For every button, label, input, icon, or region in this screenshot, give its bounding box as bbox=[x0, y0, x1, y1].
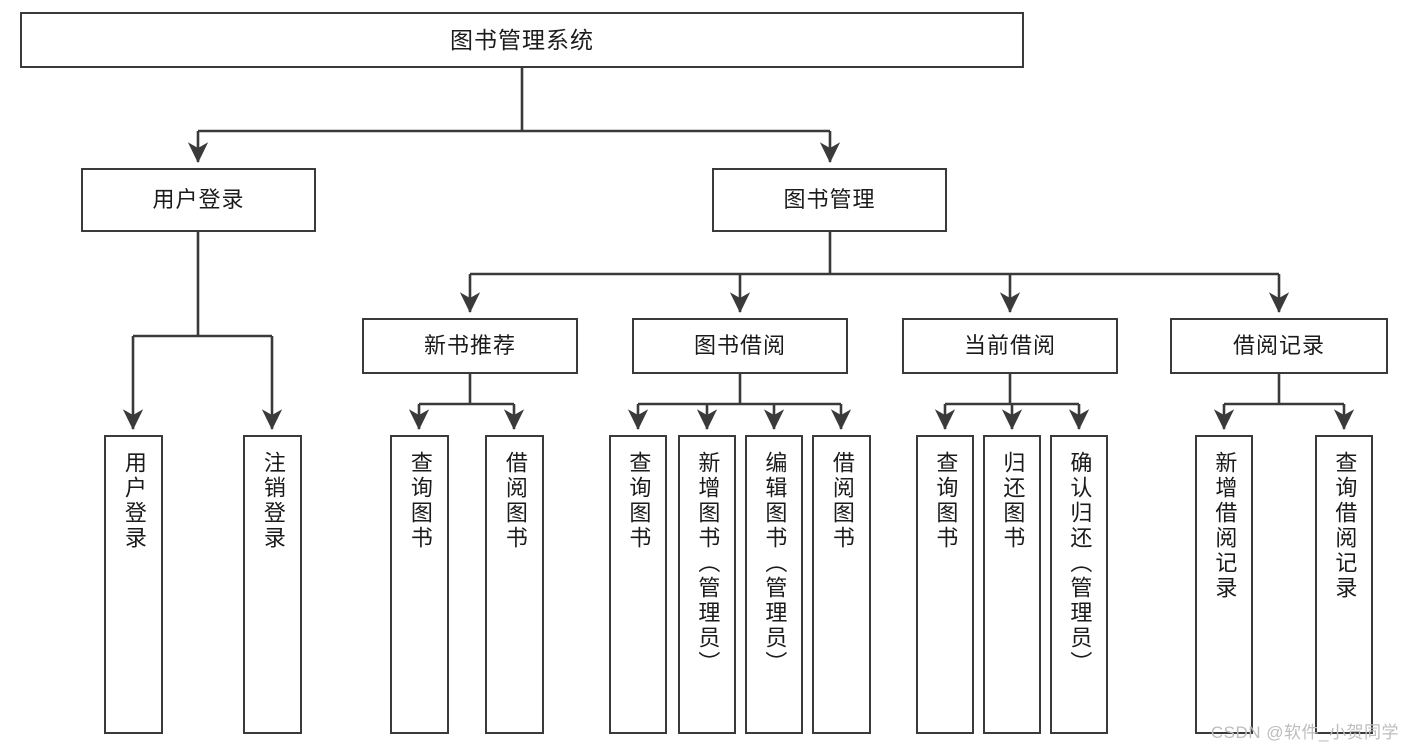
node-label: 用户登录 bbox=[152, 187, 245, 213]
leaf-label: 查询图书 bbox=[933, 451, 959, 551]
leaf-node[interactable]: 编辑图书（管理员） bbox=[745, 435, 803, 734]
node-level2-book-management[interactable]: 图书管理 bbox=[712, 168, 947, 232]
node-level3-book-borrow[interactable]: 图书借阅 bbox=[632, 318, 848, 374]
leaf-label: 确认归还（管理员） bbox=[1067, 451, 1093, 676]
leaf-node[interactable]: 归还图书 bbox=[983, 435, 1041, 734]
leaf-label: 新增借阅记录 bbox=[1212, 451, 1238, 601]
node-label: 借阅记录 bbox=[1232, 333, 1325, 359]
node-label: 图书借阅 bbox=[693, 333, 786, 359]
node-label: 图书管理 bbox=[783, 187, 876, 213]
leaf-node[interactable]: 查询图书 bbox=[609, 435, 667, 734]
node-root[interactable]: 图书管理系统 bbox=[20, 12, 1024, 68]
leaf-node[interactable]: 借阅图书 bbox=[812, 435, 871, 734]
node-label: 图书管理系统 bbox=[450, 26, 594, 53]
node-level2-user-login[interactable]: 用户登录 bbox=[81, 168, 316, 232]
leaf-node[interactable]: 查询图书 bbox=[916, 435, 974, 734]
leaf-label: 注销登录 bbox=[260, 451, 286, 551]
leaf-node[interactable]: 查询图书 bbox=[390, 435, 449, 734]
node-label: 新书推荐 bbox=[423, 333, 516, 359]
leaf-label: 借阅图书 bbox=[502, 451, 528, 551]
leaf-node[interactable]: 借阅图书 bbox=[485, 435, 544, 734]
leaf-node[interactable]: 新增借阅记录 bbox=[1195, 435, 1253, 734]
leaf-node[interactable]: 用户登录 bbox=[104, 435, 163, 734]
leaf-label: 归还图书 bbox=[1000, 451, 1026, 551]
leaf-label: 新增图书（管理员） bbox=[695, 451, 721, 676]
leaf-node[interactable]: 确认归还（管理员） bbox=[1050, 435, 1108, 734]
leaf-label: 查询图书 bbox=[407, 451, 433, 551]
node-level3-borrow-record[interactable]: 借阅记录 bbox=[1170, 318, 1388, 374]
node-label: 当前借阅 bbox=[963, 333, 1056, 359]
leaf-node[interactable]: 注销登录 bbox=[243, 435, 302, 734]
leaf-label: 查询借阅记录 bbox=[1332, 451, 1358, 601]
leaf-label: 编辑图书（管理员） bbox=[762, 451, 788, 676]
watermark: CSDN @软件_小贺同学 bbox=[1210, 723, 1399, 742]
node-level3-new-book-recommend[interactable]: 新书推荐 bbox=[362, 318, 578, 374]
leaf-label: 用户登录 bbox=[121, 451, 147, 551]
leaf-label: 借阅图书 bbox=[829, 451, 855, 551]
node-level3-current-borrow[interactable]: 当前借阅 bbox=[902, 318, 1118, 374]
leaf-node[interactable]: 新增图书（管理员） bbox=[678, 435, 736, 734]
leaf-label: 查询图书 bbox=[626, 451, 652, 551]
leaf-node[interactable]: 查询借阅记录 bbox=[1315, 435, 1373, 734]
